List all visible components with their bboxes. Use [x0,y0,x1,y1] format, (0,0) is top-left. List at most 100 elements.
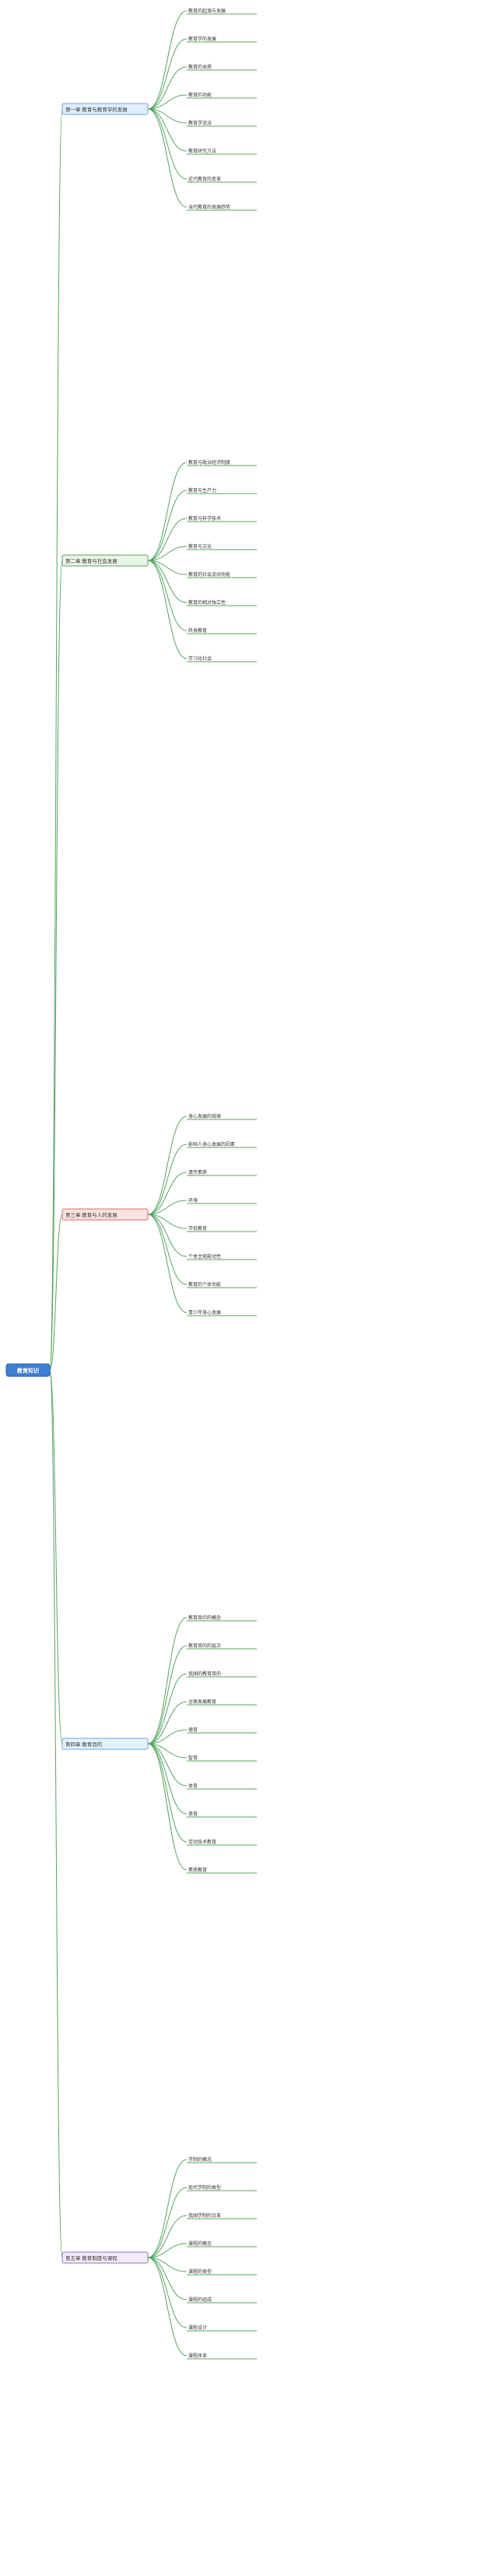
connector-line [147,1172,188,1215]
subtopic-label[interactable]: 现代学制的类型 [188,2184,221,2191]
connector-line [147,1743,188,1871]
subtopic-label[interactable]: 素质教育 [188,1867,207,1873]
subtopic-label[interactable]: 体育 [188,1783,198,1789]
section-node-s5[interactable]: 第五章 教育制度与课程 [61,2251,149,2264]
subtopic-label[interactable]: 青少年身心发展 [188,1309,221,1316]
subtopic-label[interactable]: 智育 [188,1755,198,1761]
connector-line [147,518,188,561]
subtopic-label[interactable]: 学习化社会 [188,655,212,662]
connector-line [147,2187,188,2258]
subtopic-label[interactable]: 身心发展的规律 [188,1113,221,1119]
connector-line [147,38,188,110]
connector-line [147,2159,188,2258]
connector-line [147,10,188,110]
connector-line [147,108,188,180]
subtopic-label[interactable]: 课程改革 [188,2353,207,2359]
section-label: 第一章 教育与教育学的发展 [65,106,128,113]
connector-line [147,2257,188,2272]
connector-line [147,108,188,208]
connector-line [147,1743,188,1843]
subtopic-label[interactable]: 劳动技术教育 [188,1839,216,1845]
connector-line [147,560,188,631]
connector-line [147,1743,188,1815]
connector-line [147,2257,188,2328]
connector-line [147,66,188,110]
connector-line [147,462,188,561]
section-node-s2[interactable]: 第二章 教育与社会发展 [61,554,149,567]
connector-line [147,1743,188,1759]
connector-line [147,1617,188,1745]
root-box [5,1363,51,1377]
section-node-s4[interactable]: 第四章 教育目的 [61,1738,149,1750]
subtopic-label[interactable]: 环境 [188,1197,198,1204]
root-node[interactable]: 教育知识 [5,1363,51,1377]
connector-line [147,560,188,603]
connector-line [49,560,63,1371]
subtopic-label[interactable]: 全面发展教育 [188,1699,216,1705]
subtopic-label[interactable]: 教育与政治经济制度 [188,459,230,466]
connector-line [147,1214,188,1285]
connector-line [147,108,188,124]
subtopic-label[interactable]: 教育学流派 [188,120,212,126]
section-box [61,554,149,567]
subtopic-label[interactable]: 教育的个体功能 [188,1281,221,1288]
section-label: 第五章 教育制度与课程 [65,2254,117,2261]
connector-line [49,108,63,1371]
section-node-s1[interactable]: 第一章 教育与教育学的发展 [61,103,149,115]
section-label: 第二章 教育与社会发展 [65,557,117,564]
connector-line [147,560,188,575]
mindmap-nodes: 教育知识 第一章 教育与教育学的发展 教育的起源与发展教育学的发展教育的本质教育的功… [5,8,235,2359]
subtopic-label[interactable]: 终身教育 [188,627,207,634]
subtopic-label[interactable]: 教育的本质 [188,64,212,70]
connector-line [49,1214,63,1371]
connector-lines [49,10,257,2360]
connector-line [49,1369,63,1745]
connector-line [147,1214,188,1257]
section-box [61,2251,149,2264]
subtopic-label[interactable]: 教育与科学技术 [188,515,221,522]
subtopic-label[interactable]: 教育研究方法 [188,148,216,154]
connector-line [147,560,188,659]
subtopic-label[interactable]: 德育 [188,1727,198,1733]
subtopic-label[interactable]: 美育 [188,1811,198,1817]
section-label: 第四章 教育目的 [65,1741,103,1748]
connector-line [147,2257,188,2300]
subtopic-label[interactable]: 教育的起源与发展 [188,8,226,14]
connector-line [147,1743,188,1787]
subtopic-label[interactable]: 学制的概念 [188,2156,212,2163]
subtopic-label[interactable]: 教育与文化 [188,543,212,550]
subtopic-label[interactable]: 近代教育的变革 [188,176,221,182]
subtopic-label[interactable]: 我国学制的沿革 [188,2212,221,2219]
subtopic-label[interactable]: 教育的相对独立性 [188,599,226,606]
subtopic-label[interactable]: 教育目的的层次 [188,1643,221,1649]
subtopic-label[interactable]: 我国的教育目的 [188,1671,221,1677]
section-box [61,103,149,115]
section-node-s3[interactable]: 第三章 教育与人的发展 [61,1208,149,1221]
subtopic-label[interactable]: 教育的功能 [188,92,212,98]
connector-line [147,2243,188,2258]
subtopic-label[interactable]: 教育学的发展 [188,36,216,42]
subtopic-label[interactable]: 学校教育 [188,1225,207,1232]
connector-line [147,490,188,561]
connector-line [147,1729,188,1745]
subtopic-label[interactable]: 课程的组成 [188,2297,212,2303]
connector-line [49,1369,63,2258]
root-label: 教育知识 [16,1367,39,1374]
connector-line [147,94,188,110]
connector-line [147,1214,188,1229]
connector-line [147,1116,188,1215]
subtopic-label[interactable]: 影响人身心发展的因素 [188,1141,235,1147]
subtopic-label[interactable]: 个体主观能动性 [188,1253,221,1260]
subtopic-label[interactable]: 教育的社会流动功能 [188,571,230,578]
subtopic-label[interactable]: 课程设计 [188,2325,207,2331]
subtopic-label[interactable]: 当代教育的发展趋势 [188,204,230,210]
connector-line [147,546,188,561]
subtopic-label[interactable]: 遗传素质 [188,1169,207,1176]
subtopic-label[interactable]: 课程的概念 [188,2240,212,2247]
subtopic-label[interactable]: 教育目的的概念 [188,1615,221,1621]
section-box [61,1738,149,1750]
connector-line [147,1214,188,1313]
subtopic-label[interactable]: 课程的类型 [188,2268,212,2275]
subtopic-label[interactable]: 教育与生产力 [188,487,216,494]
